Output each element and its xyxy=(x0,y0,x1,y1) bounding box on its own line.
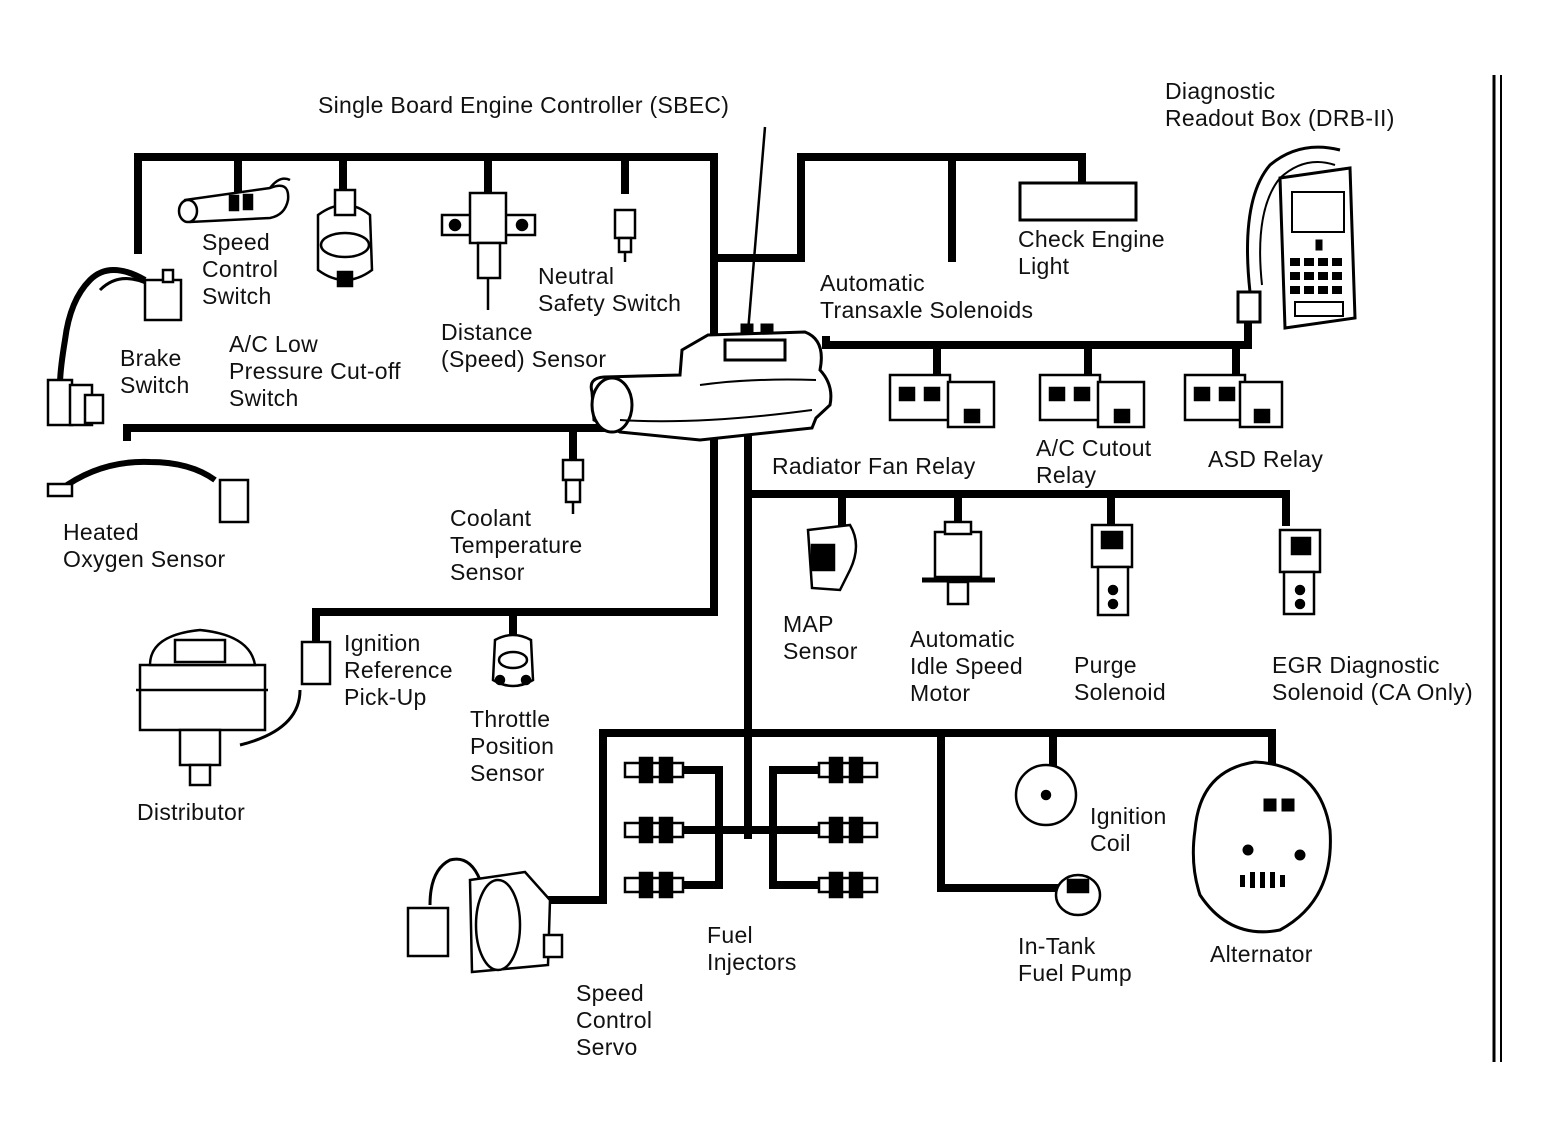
injector-left-1 xyxy=(623,756,685,784)
ignition-pickup-icon xyxy=(300,640,332,686)
label-ignition-reference-pickup: Ignition Reference Pick-Up xyxy=(344,630,453,710)
label-coolant-temperature-sensor: Coolant Temperature Sensor xyxy=(450,505,583,585)
coolant-temperature-sensor-icon xyxy=(561,458,585,514)
purge-solenoid-icon xyxy=(1090,523,1134,617)
fuel-injectors-icon xyxy=(623,756,879,899)
label-heated-oxygen-sensor: Heated Oxygen Sensor xyxy=(63,519,226,572)
label-fuel-injectors: Fuel Injectors xyxy=(707,922,797,975)
injector-right-1 xyxy=(817,756,879,784)
speed-control-servo-icon xyxy=(406,857,564,974)
label-in-tank-fuel-pump: In-Tank Fuel Pump xyxy=(1018,933,1132,986)
wiring-harness xyxy=(123,153,1290,904)
sbec-controller xyxy=(589,323,833,442)
label-purge-solenoid: Purge Solenoid xyxy=(1074,652,1166,705)
speed-control-switch-icon xyxy=(177,177,291,224)
check-engine-light-icon xyxy=(1018,181,1138,222)
ac-cutout-relay-icon xyxy=(1038,373,1146,429)
label-radiator-fan-relay: Radiator Fan Relay xyxy=(772,453,976,479)
label-egr-diagnostic-solenoid: EGR Diagnostic Solenoid (CA Only) xyxy=(1272,652,1473,705)
heated-oxygen-sensor-icon xyxy=(46,458,250,524)
asd-relay-icon xyxy=(1183,373,1284,429)
injector-left-2 xyxy=(623,816,685,844)
label-check-engine-light: Check Engine Light xyxy=(1018,226,1165,279)
injector-right-3 xyxy=(817,871,879,899)
alternator-icon xyxy=(1191,760,1332,934)
label-speed-control-switch: Speed Control Switch xyxy=(202,229,279,309)
label-sbec: Single Board Engine Controller (SBEC) xyxy=(318,92,730,118)
label-neutral-safety-switch: Neutral Safety Switch xyxy=(538,263,682,316)
label-ac-low-pressure: A/C Low Pressure Cut-off Switch xyxy=(229,331,401,411)
label-brake-switch: Brake Switch xyxy=(120,345,190,398)
label-map-sensor: MAP Sensor xyxy=(783,611,858,664)
label-transaxle-solenoids: Automatic Transaxle Solenoids xyxy=(820,270,1034,323)
idle-speed-motor-icon xyxy=(922,520,995,606)
label-ignition-coil: Ignition Coil xyxy=(1090,803,1167,856)
label-ac-cutout-relay: A/C Cutout Relay xyxy=(1036,435,1152,488)
radiator-fan-relay-icon xyxy=(888,373,996,429)
ac-low-pressure-switch-icon xyxy=(316,188,374,288)
label-distance-sensor: Distance (Speed) Sensor xyxy=(441,319,607,372)
label-asd-relay: ASD Relay xyxy=(1208,446,1324,472)
ignition-coil-icon xyxy=(1014,763,1078,827)
drb-ii-icon xyxy=(1236,145,1357,330)
page-border xyxy=(1492,75,1502,1062)
map-sensor-icon xyxy=(806,523,858,592)
in-tank-fuel-pump-icon xyxy=(1054,873,1102,917)
label-speed-control-servo: Speed Control Servo xyxy=(576,980,653,1060)
distributor-icon xyxy=(136,628,302,787)
distance-speed-sensor-icon xyxy=(440,191,537,310)
egr-diagnostic-solenoid-icon xyxy=(1278,528,1322,616)
label-distributor: Distributor xyxy=(137,799,246,825)
label-idle-speed-motor: Automatic Idle Speed Motor xyxy=(910,626,1023,706)
label-drb-ii: Diagnostic Readout Box (DRB-II) xyxy=(1165,78,1395,131)
neutral-safety-switch-icon xyxy=(613,208,637,262)
injector-right-2 xyxy=(817,816,879,844)
label-throttle-position-sensor: Throttle Position Sensor xyxy=(470,706,555,786)
sbec-pointer-line xyxy=(746,126,767,333)
label-alternator: Alternator xyxy=(1210,941,1313,967)
brake-switch-icon xyxy=(46,267,183,427)
throttle-position-sensor-icon xyxy=(491,633,535,688)
injector-left-3 xyxy=(623,871,685,899)
